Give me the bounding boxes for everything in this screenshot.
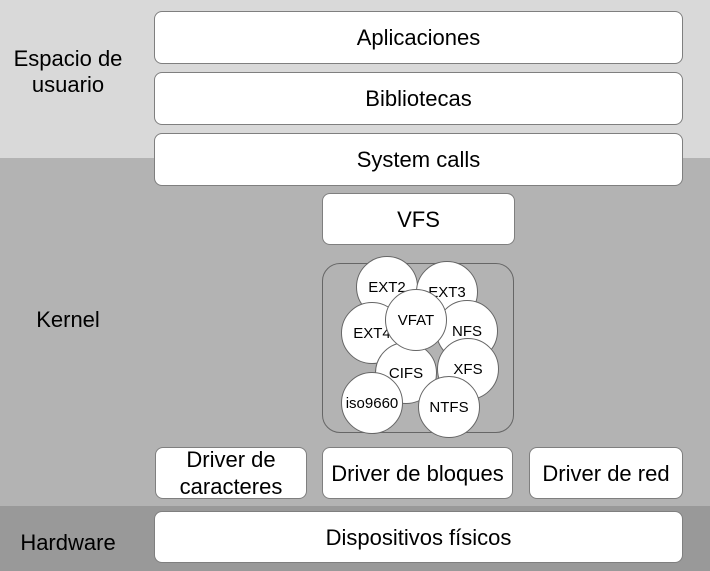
fs-vfat: VFAT — [385, 289, 447, 351]
libraries-box: Bibliotecas — [154, 72, 683, 125]
hardware-label: Hardware — [20, 530, 116, 555]
net-driver-box: Driver de red — [529, 447, 683, 499]
physical-devices-box: Dispositivos físicos — [154, 511, 683, 563]
char-driver-box: Driver de caracteres — [155, 447, 307, 499]
vfs-box: VFS — [322, 193, 515, 245]
applications-box: Aplicaciones — [154, 11, 683, 64]
block-driver-box: Driver de bloques — [322, 447, 513, 499]
fs-ntfs: NTFS — [418, 376, 480, 438]
filesystems-group: EXT2 EXT3 NFS EXT4 CIFS XFS iso9660 NTFS… — [322, 256, 514, 438]
fs-iso9660: iso9660 — [341, 372, 403, 434]
system-calls-box: System calls — [154, 133, 683, 186]
user-space-label: Espacio de usuario — [13, 46, 123, 97]
kernel-label: Kernel — [36, 307, 100, 332]
